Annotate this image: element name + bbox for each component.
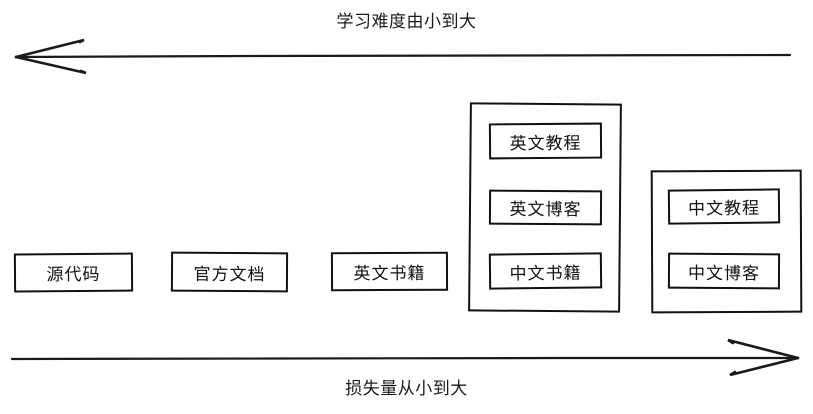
- node-label: 中文博客: [687, 263, 761, 284]
- top-axis-arrow: [14, 38, 792, 75]
- node-chinese-tutorial[interactable]: 中文教程: [667, 188, 781, 225]
- bottom-axis-arrow: [10, 338, 800, 377]
- bottom-axis-label: 损失量从小到大: [345, 379, 468, 399]
- node-label: 英文博客: [509, 199, 582, 221]
- node-english-tutorial[interactable]: 英文教程: [488, 122, 603, 160]
- node-official-docs[interactable]: 官方文档: [170, 251, 289, 293]
- node-english-blog[interactable]: 英文博客: [488, 189, 603, 226]
- node-label: 源代码: [46, 264, 101, 286]
- node-label: 中文书籍: [509, 263, 582, 284]
- node-chinese-blog[interactable]: 中文博客: [667, 252, 781, 290]
- node-label: 中文教程: [687, 198, 761, 220]
- top-axis-label: 学习难度由小到大: [336, 12, 477, 32]
- node-label: 英文书籍: [353, 263, 426, 285]
- node-label: 英文教程: [509, 133, 582, 154]
- node-chinese-books[interactable]: 中文书籍: [488, 252, 603, 290]
- node-source-code[interactable]: 源代码: [13, 252, 134, 293]
- node-label: 官方文档: [193, 264, 266, 285]
- node-english-books[interactable]: 英文书籍: [330, 251, 449, 292]
